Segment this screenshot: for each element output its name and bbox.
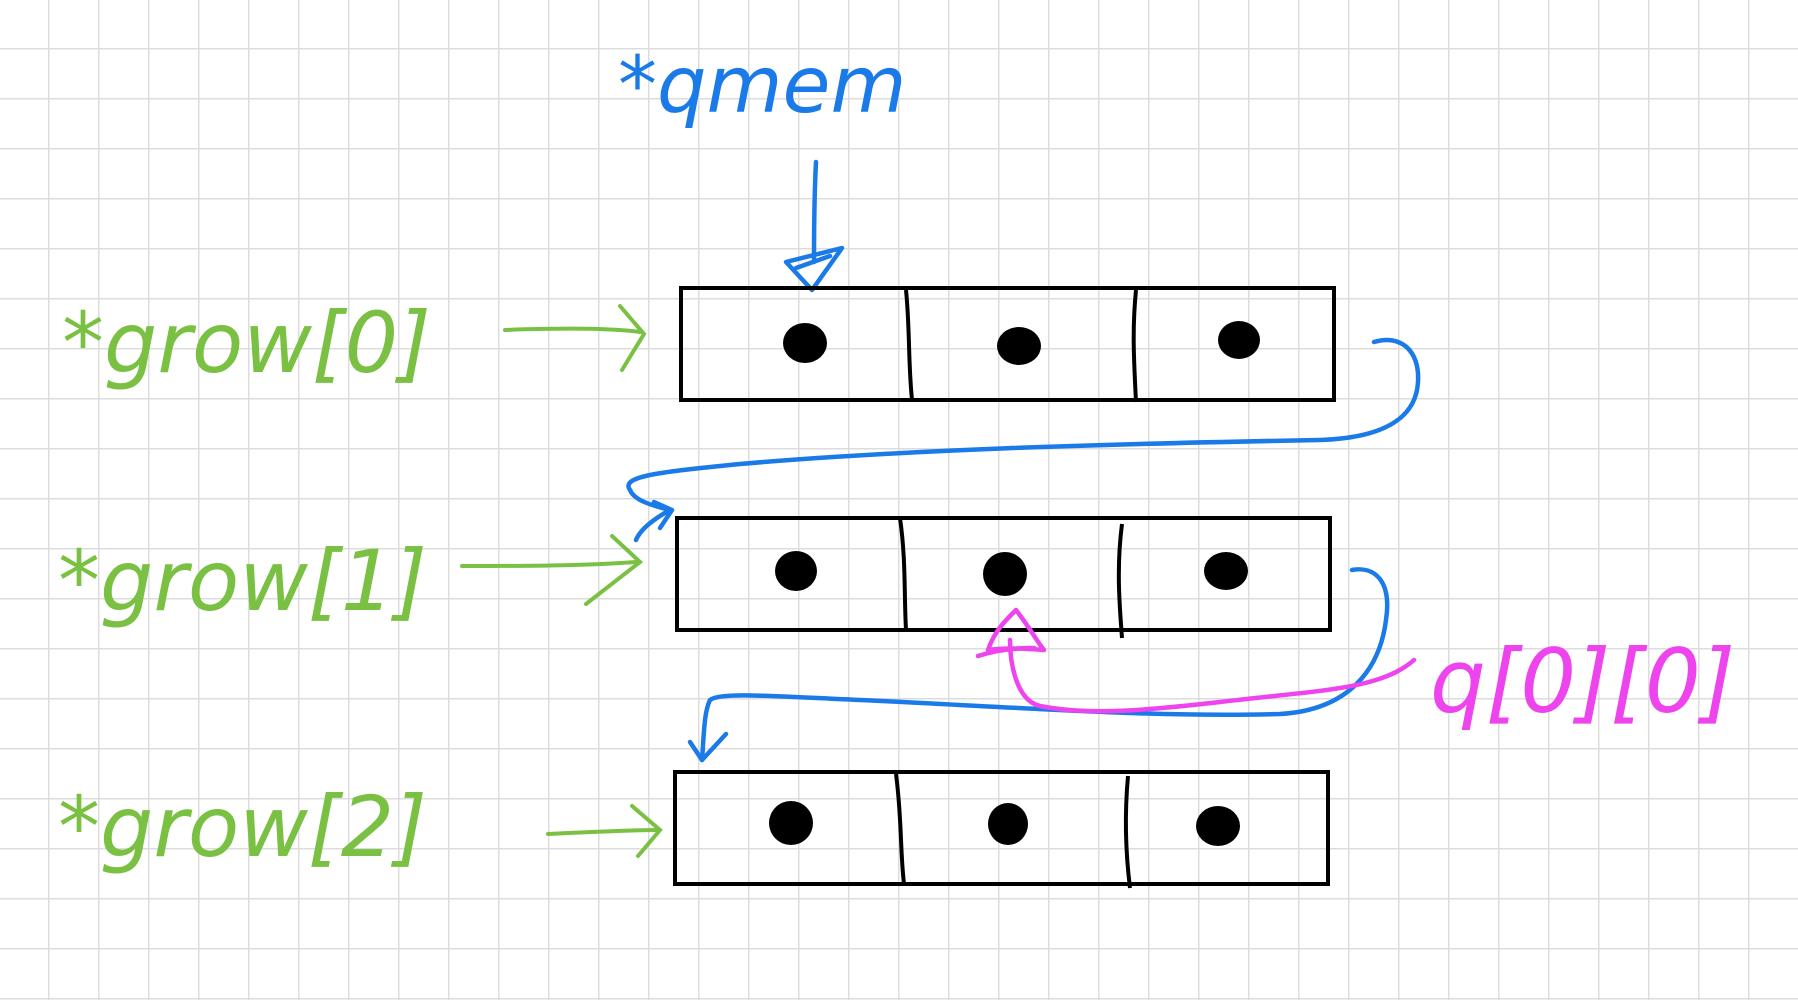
q00-label: q[0][0] bbox=[1430, 630, 1735, 733]
grow1-arrow bbox=[460, 560, 638, 568]
grow-arrows bbox=[460, 304, 663, 858]
cell-dots bbox=[769, 321, 1260, 846]
q00-arrow bbox=[975, 607, 1417, 714]
wrap-0-to-1 bbox=[626, 337, 1421, 543]
grow1-label: *grow[1] bbox=[58, 532, 427, 630]
grow2-arrow bbox=[546, 828, 660, 836]
grow0-label: *grow[0] bbox=[62, 294, 431, 392]
grow2-label: *grow[2] bbox=[58, 778, 427, 876]
qmem-arrow bbox=[783, 159, 845, 293]
wrap-1-to-2 bbox=[699, 567, 1390, 763]
row-1-box bbox=[675, 516, 1332, 639]
row-0-box bbox=[679, 286, 1336, 403]
row-2-box bbox=[673, 770, 1330, 889]
grow0-arrow bbox=[503, 326, 642, 334]
qmem-label: *qmem bbox=[618, 41, 906, 131]
